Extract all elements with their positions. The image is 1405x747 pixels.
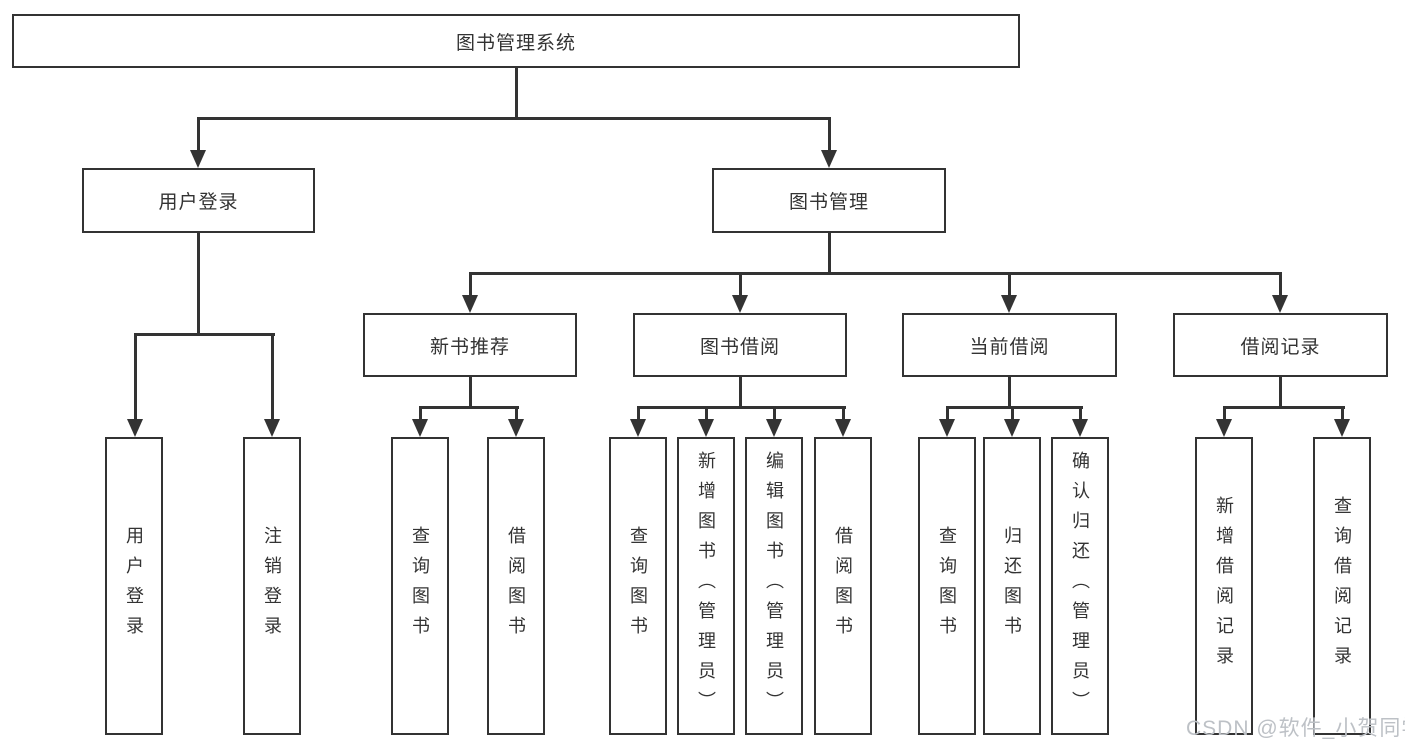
node-new-book-recommend-label: 新书推荐 <box>429 336 510 358</box>
node-book-management-label: 图书管理 <box>788 192 869 213</box>
arrowhead-to-leaf-cb-confirm-icon <box>1072 419 1088 437</box>
connector-user-login-rail <box>133 333 275 336</box>
connector-to-leaf-br-add <box>1222 406 1226 423</box>
leaf-user-login: 用户登录 <box>105 437 163 735</box>
connector-to-leaf-br-query <box>1340 406 1344 423</box>
leaf-current-query-books-label: 查询图书 <box>937 526 957 646</box>
connector-to-leaf-cb-confirm <box>1078 406 1082 423</box>
connector-to-new-book-recommend <box>468 272 472 298</box>
leaf-edit-books-admin-label: 编辑图书（管理员） <box>764 451 784 721</box>
arrowhead-to-leaf-cb-return-icon <box>1004 419 1020 437</box>
arrowhead-to-user-login-icon <box>190 150 206 168</box>
leaf-borrow-books: 借阅图书 <box>814 437 872 735</box>
leaf-user-login-label: 用户登录 <box>124 526 144 646</box>
connector-book-management-stub <box>827 233 831 275</box>
node-book-borrow: 图书借阅 <box>633 313 847 377</box>
node-user-login-label: 用户登录 <box>158 192 239 213</box>
connector-to-current-borrow <box>1007 272 1011 298</box>
arrowhead-to-leaf-bb-edit-icon <box>766 419 782 437</box>
connector-recommend-rail <box>418 406 519 409</box>
arrowhead-to-borrow-record-icon <box>1272 295 1288 313</box>
arrowhead-to-book-borrow-icon <box>732 295 748 313</box>
leaf-return-books-label: 归还图书 <box>1002 526 1022 646</box>
node-book-borrow-label: 图书借阅 <box>699 336 780 358</box>
connector-to-leaf-bb-query <box>636 406 640 423</box>
leaf-recommend-query-books-label: 查询图书 <box>410 526 430 646</box>
connector-to-book-management <box>827 117 831 153</box>
node-borrow-record-label: 借阅记录 <box>1240 336 1321 358</box>
connector-to-leaf-logout <box>270 333 274 421</box>
arrowhead-to-leaf-br-add-icon <box>1216 419 1232 437</box>
arrowhead-to-leaf-bb-borrow-icon <box>835 419 851 437</box>
connector-to-leaf-cb-return <box>1010 406 1014 423</box>
leaf-logout: 注销登录 <box>243 437 301 735</box>
connector-borrow-record-stub <box>1278 377 1282 409</box>
connector-book-borrow-stub <box>738 377 742 409</box>
leaf-add-borrow-record: 新增借阅记录 <box>1195 437 1253 735</box>
node-root: 图书管理系统 <box>12 14 1020 68</box>
connector-to-book-borrow <box>738 272 742 298</box>
arrowhead-to-leaf-logout-icon <box>264 419 280 437</box>
connector-recommend-stub <box>468 377 472 409</box>
connector-to-borrow-record <box>1278 272 1282 298</box>
connector-to-user-login <box>196 117 200 153</box>
arrowhead-to-leaf-recommend-query-icon <box>412 419 428 437</box>
node-current-borrow-label: 当前借阅 <box>969 336 1050 358</box>
connector-to-leaf-user-login <box>133 333 137 421</box>
leaf-recommend-borrow-books-label: 借阅图书 <box>506 526 526 646</box>
leaf-edit-books-admin: 编辑图书（管理员） <box>745 437 803 735</box>
node-new-book-recommend: 新书推荐 <box>363 313 577 377</box>
arrowhead-to-leaf-bb-add-icon <box>698 419 714 437</box>
leaf-borrow-query-books-label: 查询图书 <box>628 526 648 646</box>
leaf-borrow-query-books: 查询图书 <box>609 437 667 735</box>
leaf-confirm-return-admin-label: 确认归还（管理员） <box>1070 451 1090 721</box>
leaf-recommend-borrow-books: 借阅图书 <box>487 437 545 735</box>
csdn-watermark: CSDN @软件_小贺同学 <box>1186 717 1405 740</box>
arrowhead-to-new-book-recommend-icon <box>462 295 478 313</box>
arrowhead-to-leaf-br-query-icon <box>1334 419 1350 437</box>
connector-to-leaf-recommend-query <box>418 406 422 423</box>
connector-to-leaf-cb-query <box>945 406 949 423</box>
arrowhead-to-leaf-bb-query-icon <box>630 419 646 437</box>
connector-current-borrow-stub <box>1007 377 1011 409</box>
connector-borrow-record-rail <box>1222 406 1345 409</box>
connector-to-leaf-bb-edit <box>772 406 776 423</box>
leaf-query-borrow-record: 查询借阅记录 <box>1313 437 1371 735</box>
connector-current-borrow-rail <box>945 406 1083 409</box>
connector-root-stub <box>514 68 518 120</box>
arrowhead-to-leaf-cb-query-icon <box>939 419 955 437</box>
node-root-label: 图书管理系统 <box>455 32 576 54</box>
node-borrow-record: 借阅记录 <box>1173 313 1388 377</box>
leaf-borrow-books-label: 借阅图书 <box>833 526 853 646</box>
connector-level2-rail <box>196 117 831 120</box>
leaf-add-books-admin-label: 新增图书（管理员） <box>696 451 716 721</box>
leaf-return-books: 归还图书 <box>983 437 1041 735</box>
node-user-login: 用户登录 <box>82 168 315 233</box>
leaf-current-query-books: 查询图书 <box>918 437 976 735</box>
connector-level3-rail <box>468 272 1282 275</box>
connector-user-login-stub <box>196 233 200 336</box>
node-book-management: 图书管理 <box>712 168 946 233</box>
connector-to-leaf-bb-borrow <box>841 406 845 423</box>
leaf-add-borrow-record-label: 新增借阅记录 <box>1214 496 1234 676</box>
arrowhead-to-current-borrow-icon <box>1001 295 1017 313</box>
leaf-confirm-return-admin: 确认归还（管理员） <box>1051 437 1109 735</box>
leaf-add-books-admin: 新增图书（管理员） <box>677 437 735 735</box>
leaf-query-borrow-record-label: 查询借阅记录 <box>1332 496 1352 676</box>
connector-to-leaf-recommend-borrow <box>514 406 518 423</box>
connector-book-borrow-rail <box>636 406 846 409</box>
leaf-recommend-query-books: 查询图书 <box>391 437 449 735</box>
leaf-logout-label: 注销登录 <box>262 526 282 646</box>
node-current-borrow: 当前借阅 <box>902 313 1117 377</box>
connector-to-leaf-bb-add <box>704 406 708 423</box>
arrowhead-to-book-management-icon <box>821 150 837 168</box>
arrowhead-to-leaf-user-login-icon <box>127 419 143 437</box>
arrowhead-to-leaf-recommend-borrow-icon <box>508 419 524 437</box>
